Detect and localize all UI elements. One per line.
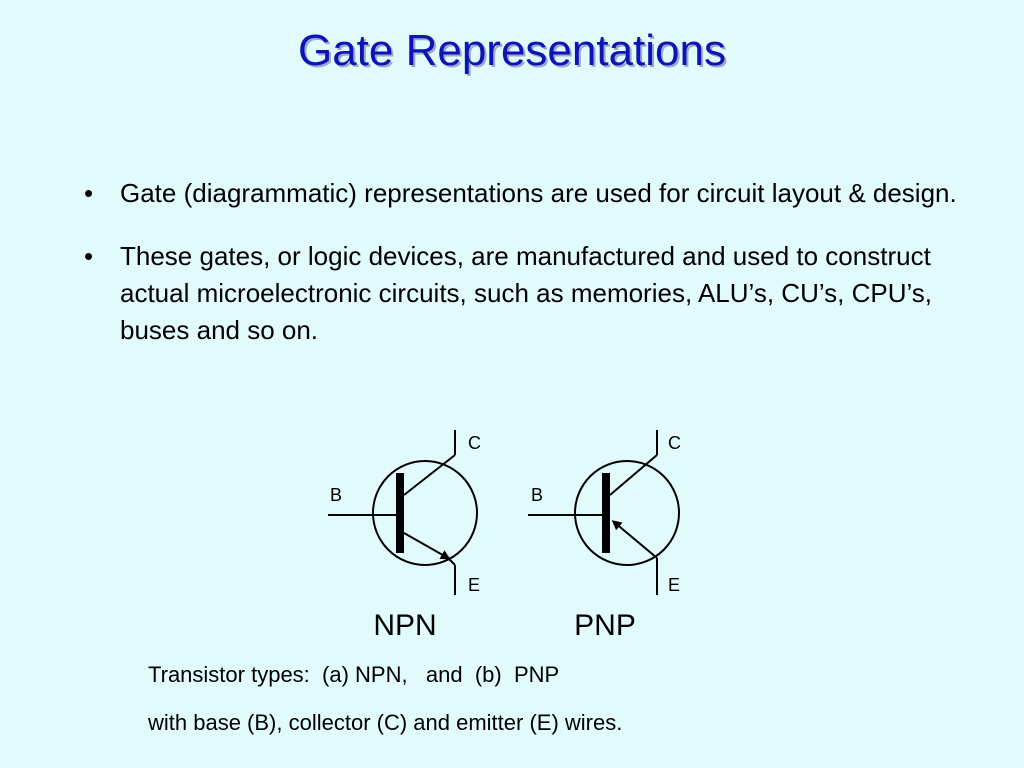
bullet-text: These gates, or logic devices, are manuf… (120, 241, 933, 345)
bullet-dot: • (84, 178, 94, 208)
npn-base-label: B (330, 485, 342, 505)
npn-transistor-symbol: B C E NPN (328, 430, 481, 642)
pnp-type-label: PNP (574, 609, 636, 642)
pnp-emitter-label: E (668, 575, 680, 595)
pnp-emitter-arrow (611, 520, 658, 559)
npn-type-label: NPN (373, 609, 436, 642)
transistor-diagram: B C E NPN B C E PNP (328, 430, 681, 642)
bullet-list: • Gate (diagrammatic) representations ar… (76, 175, 976, 375)
npn-collector-label: C (468, 433, 481, 453)
npn-body-circle (372, 460, 478, 566)
npn-emitter-arrow (403, 532, 451, 560)
pnp-base-bar (602, 473, 610, 553)
pnp-collector-line (609, 454, 658, 496)
bullet-dot: • (84, 241, 94, 271)
npn-base-bar (396, 473, 404, 553)
npn-collector-line (403, 454, 456, 496)
pnp-base-label: B (531, 485, 543, 505)
bullet-item: • These gates, or logic devices, are man… (76, 238, 976, 349)
npn-emitter-label: E (468, 575, 480, 595)
caption-line-2: with base (B), collector (C) and emitter… (148, 710, 623, 735)
npn-emitter-link (447, 557, 456, 566)
bullet-text: Gate (diagrammatic) representations are … (120, 178, 957, 208)
pnp-collector-label: C (668, 433, 681, 453)
caption-line-1: Transistor types: (a) NPN, and (b) PNP (148, 662, 560, 687)
bullet-item: • Gate (diagrammatic) representations ar… (76, 175, 976, 212)
pnp-body-circle (574, 460, 680, 566)
slide-title: Gate Representations (297, 26, 727, 75)
pnp-transistor-symbol: B C E PNP (528, 430, 681, 642)
